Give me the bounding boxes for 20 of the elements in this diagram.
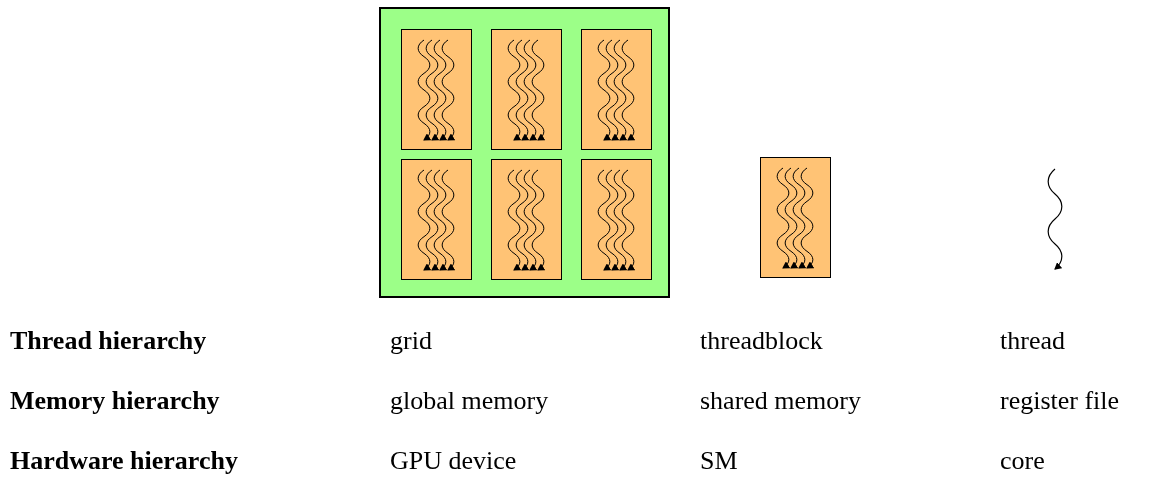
grid-box [379,7,670,298]
threadblock-box [581,159,652,280]
table-text: grid [390,328,432,354]
table-text: thread [1000,328,1065,354]
threadblock-box [581,29,652,150]
table-text: shared memory [700,388,861,414]
table-text: register file [1000,388,1120,414]
table-text: core [1000,448,1045,474]
threadblock-box [401,159,472,280]
table-text: SM [700,448,738,474]
table-text: threadblock [700,328,823,354]
row-heading: Thread hierarchy [10,328,207,354]
row-heading: Memory hierarchy [10,388,220,414]
table-text: global memory [390,388,549,414]
table-text: GPU device [390,448,517,474]
threadblock-box [401,29,472,150]
row-heading: Hardware hierarchy [10,448,238,474]
threadblock-box [491,159,562,280]
threadblock-box [491,29,562,150]
threadblock-box [760,157,831,278]
